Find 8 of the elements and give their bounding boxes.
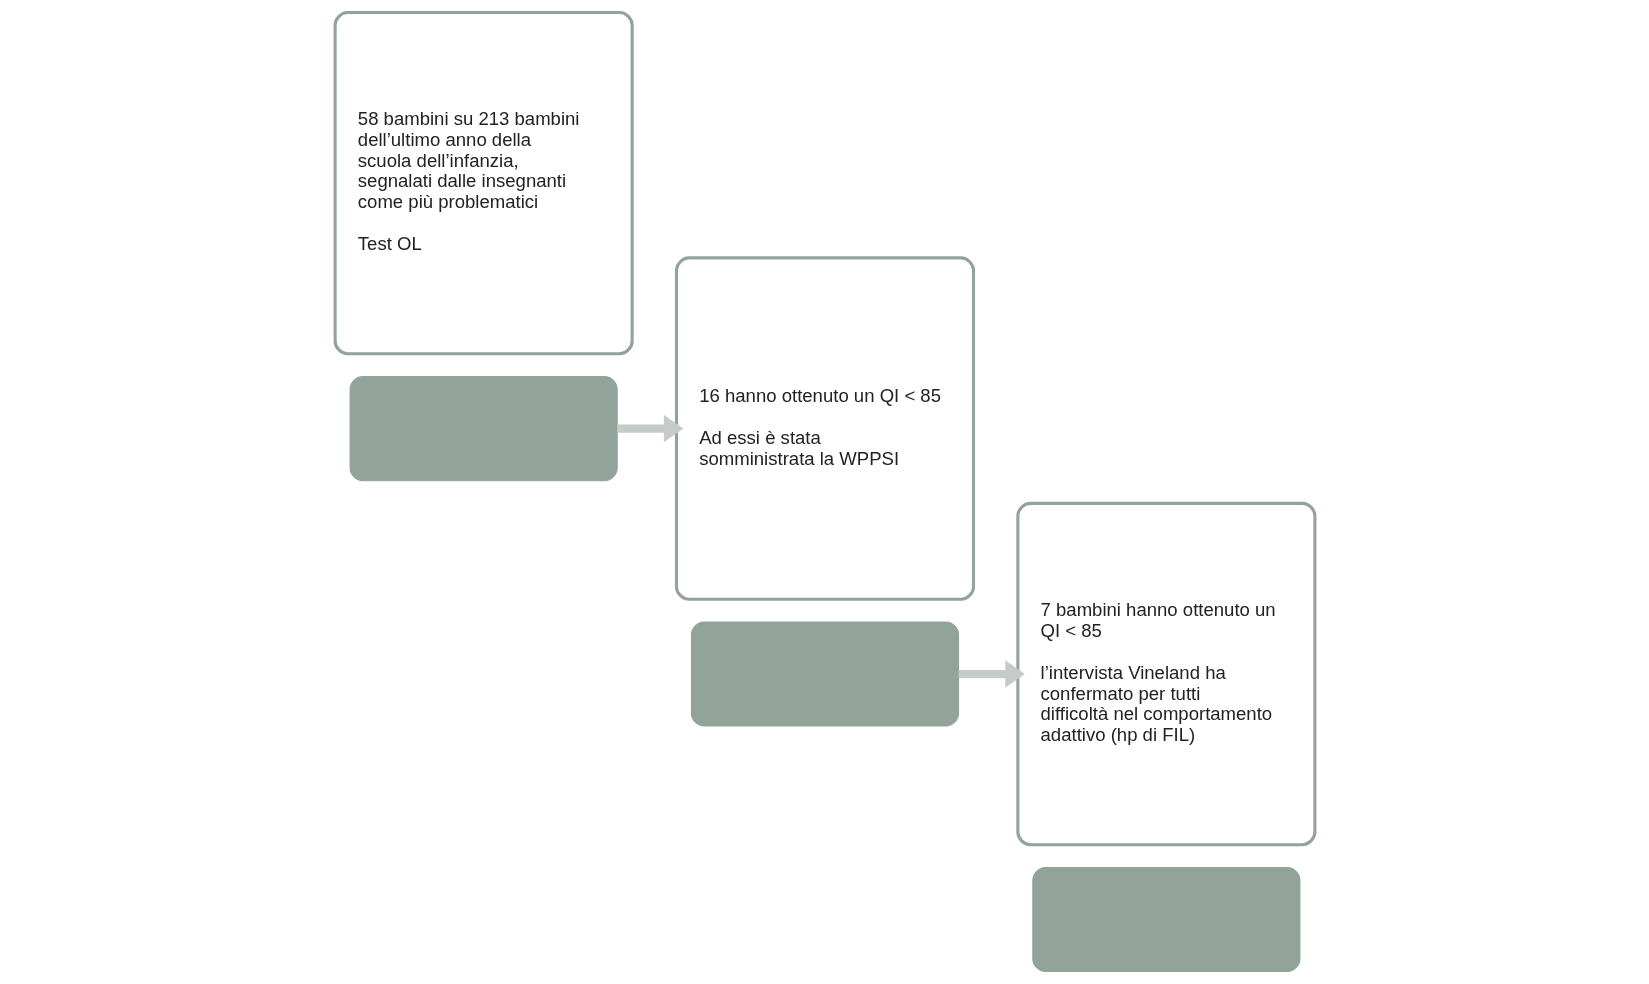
node-box: 16 hanno ottenuto un QI < 85 Ad essi è stata somministrata la WPPSI — [674, 256, 975, 601]
node-box — [1031, 866, 1300, 973]
node-box — [690, 621, 959, 727]
node-box: 58 bambini su 213 bambini dell’ultimo anno della scuola dell’infanzia, segnalati dalle insegnanti come più problematici Test OL — [333, 10, 634, 356]
node-box — [349, 375, 618, 482]
arrow — [616, 414, 683, 443]
node-box: 7 bambini hanno ottenuto un QI < 85 l’intervista Vineland ha confermato per tutti difficoltà nel comportamento adattivo (hp di FIL) — [1015, 501, 1316, 847]
arrow — [958, 660, 1025, 688]
